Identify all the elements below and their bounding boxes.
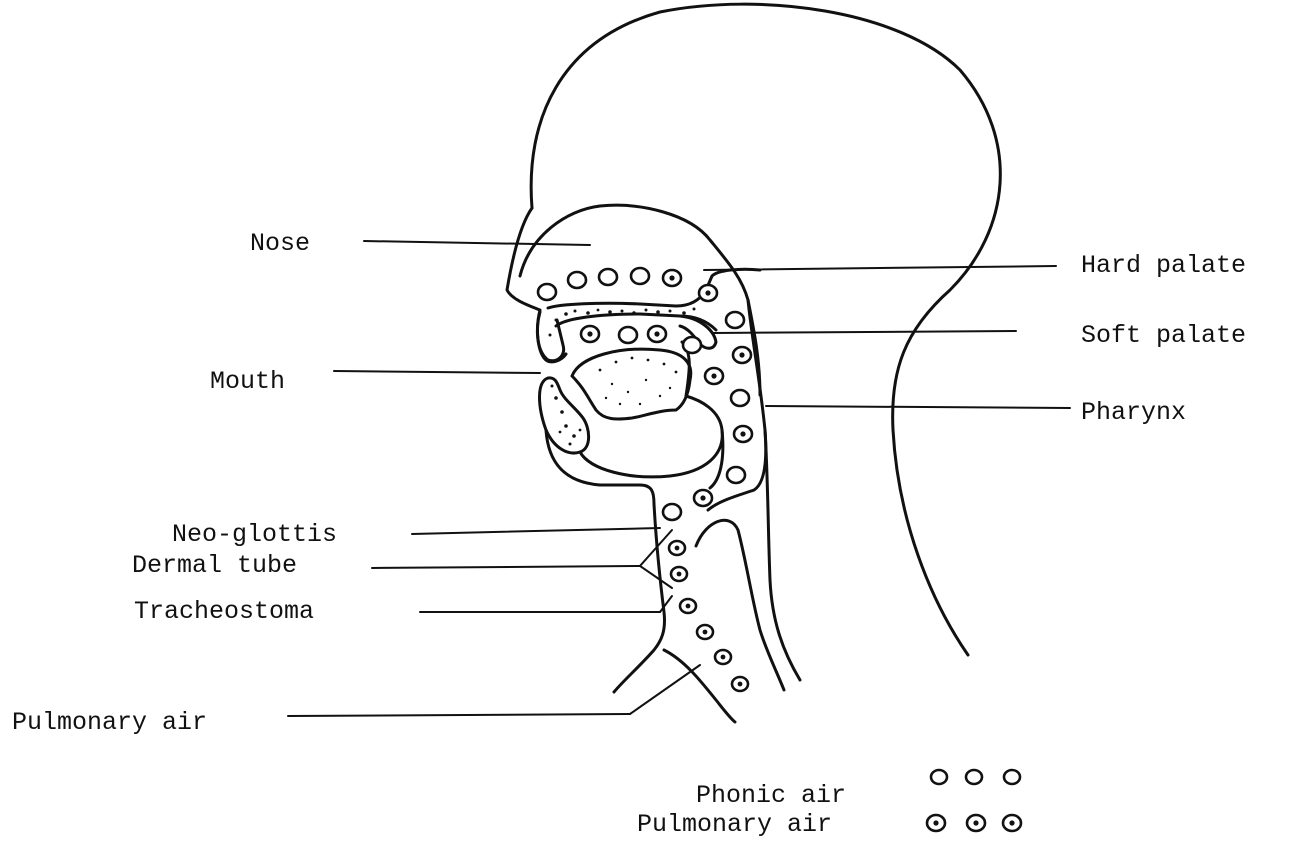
legend-symbols bbox=[927, 770, 1021, 831]
leader-pulmonary-air-tick bbox=[630, 665, 700, 714]
leader-soft-palate bbox=[714, 331, 1016, 333]
legend-phonic-air-label: Phonic air bbox=[696, 783, 846, 808]
leader-hard-palate bbox=[704, 266, 1056, 270]
label-mouth: Mouth bbox=[210, 369, 285, 394]
label-tracheostoma: Tracheostoma bbox=[134, 599, 314, 624]
tongue bbox=[572, 349, 691, 419]
nasal-cavity bbox=[520, 205, 760, 395]
stipple-tongue bbox=[599, 357, 678, 406]
leader-lines bbox=[288, 241, 1070, 716]
leader-mouth bbox=[334, 371, 540, 373]
label-hard-palate: Hard palate bbox=[1081, 253, 1246, 278]
head-outline bbox=[531, 4, 1000, 655]
legend-phonic-bubble-3 bbox=[1004, 770, 1020, 784]
legend-phonic-bubble-1 bbox=[931, 770, 947, 784]
legend-pulmonary-air-label: Pulmonary air bbox=[637, 812, 832, 837]
label-nose: Nose bbox=[250, 231, 310, 256]
leader-pharynx bbox=[766, 406, 1070, 408]
stipple-lower-lip bbox=[551, 385, 582, 446]
neck-tube-inner bbox=[696, 520, 784, 690]
leader-neo-glottis bbox=[412, 528, 660, 534]
neck-tube-left bbox=[614, 504, 665, 692]
oral-cavity bbox=[580, 342, 722, 477]
leader-nose bbox=[364, 241, 590, 245]
label-pharynx: Pharynx bbox=[1081, 400, 1186, 425]
label-dermal-tube: Dermal tube bbox=[132, 553, 297, 578]
legend-phonic-bubble-2 bbox=[966, 770, 982, 784]
neck-tube-right bbox=[765, 430, 800, 680]
label-soft-palate: Soft palate bbox=[1081, 323, 1246, 348]
leader-dermal-tube bbox=[372, 566, 640, 568]
label-neo-glottis: Neo-glottis bbox=[172, 522, 337, 547]
leader-pulmonary-air bbox=[288, 714, 630, 716]
label-pulmonary-air: Pulmonary air bbox=[12, 710, 207, 735]
